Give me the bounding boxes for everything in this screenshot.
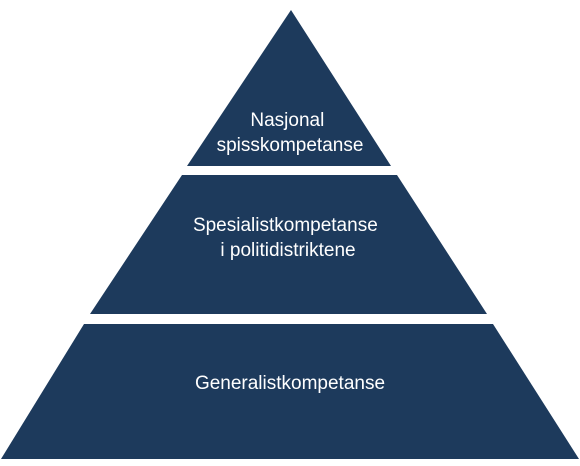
tier-bottom-label: Generalistkompetanse [195,373,385,394]
tier-top-label-line-2: spisskompetanse [217,135,364,156]
tier-middle-label-line-2: i politidistriktene [220,240,355,261]
tier-middle-label-line-1: Spesialistkompetanse [193,215,378,236]
pyramid-tier-top [187,10,391,166]
tier-top-label-line-1: Nasjonal [250,110,324,131]
tier-bottom-label-line-1: Generalistkompetanse [195,373,385,394]
pyramid-tier-middle [90,175,487,314]
pyramid-tier-bottom [1,324,579,459]
tier-top-label: Nasjonal spisskompetanse [217,110,364,156]
tier-middle-label: Spesialistkompetanse i politidistriktene [193,215,383,261]
